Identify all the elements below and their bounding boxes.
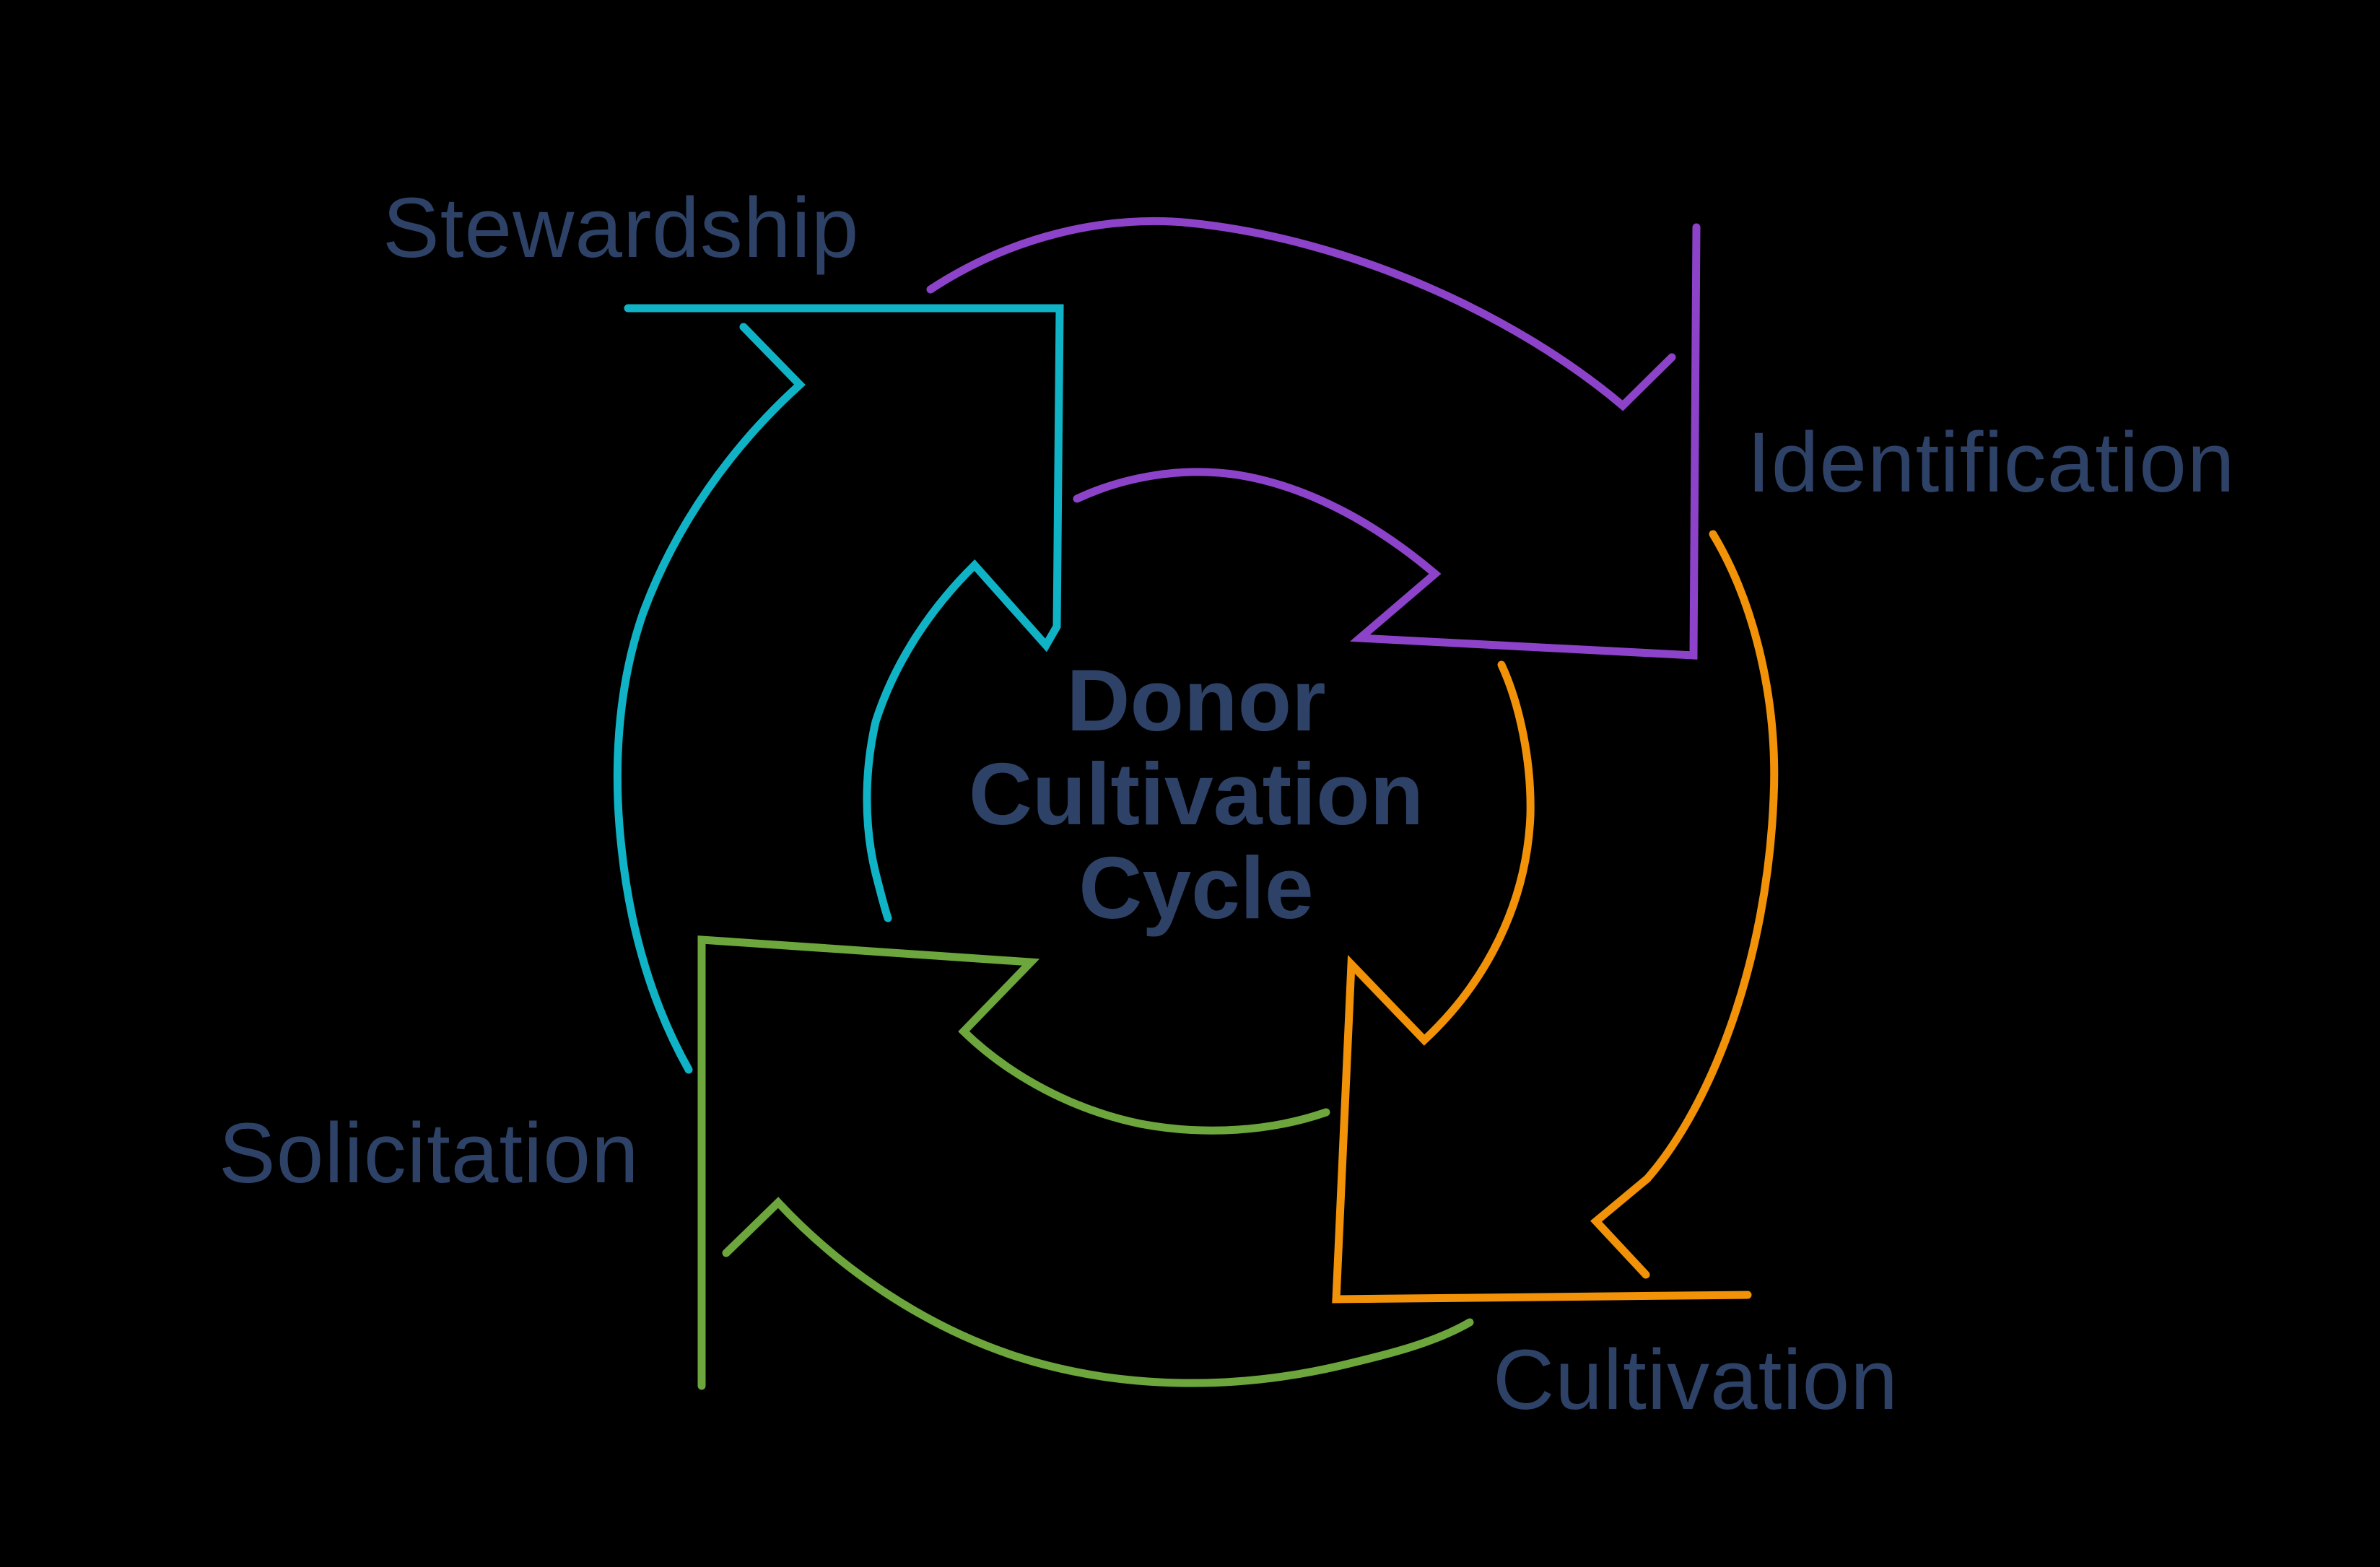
arrow-stewardship-to-identification-head-and-inner-arc [1073, 223, 1701, 660]
label-cultivation: Cultivation [1493, 1332, 1899, 1428]
label-identification: Identification [1747, 415, 2236, 510]
arrow-cultivation-to-solicitation [697, 935, 1474, 1390]
label-stewardship: Stewardship [383, 180, 859, 276]
diagram-title-line-2: Cultivation [969, 745, 1424, 843]
arrow-solicitation-to-stewardship-head-and-inner-arc [624, 304, 1064, 922]
arrow-solicitation-to-stewardship-notch-and-outer-arc [613, 323, 806, 1074]
diagram-title-line-1: Donor [1066, 651, 1325, 749]
arrow-identification-to-cultivation [1332, 530, 1779, 1304]
arrow-solicitation-to-stewardship [613, 304, 1064, 1074]
arrow-stewardship-to-identification-outer-arc-and-notch [926, 217, 1676, 411]
diagram-title: Donor Cultivation Cycle [969, 651, 1424, 937]
arrow-stewardship-to-identification [926, 217, 1701, 660]
diagram-title-line-3: Cycle [1078, 839, 1314, 937]
arrow-cultivation-to-solicitation-head-and-inner-arc [697, 935, 1330, 1390]
arrow-identification-to-cultivation-head-and-inner-arc [1332, 660, 1752, 1304]
arrow-cultivation-to-solicitation-barb-and-outer-arc [722, 1197, 1474, 1387]
arrow-identification-to-cultivation-outer-arc-and-notch [1590, 530, 1779, 1279]
label-solicitation: Solicitation [219, 1106, 640, 1201]
